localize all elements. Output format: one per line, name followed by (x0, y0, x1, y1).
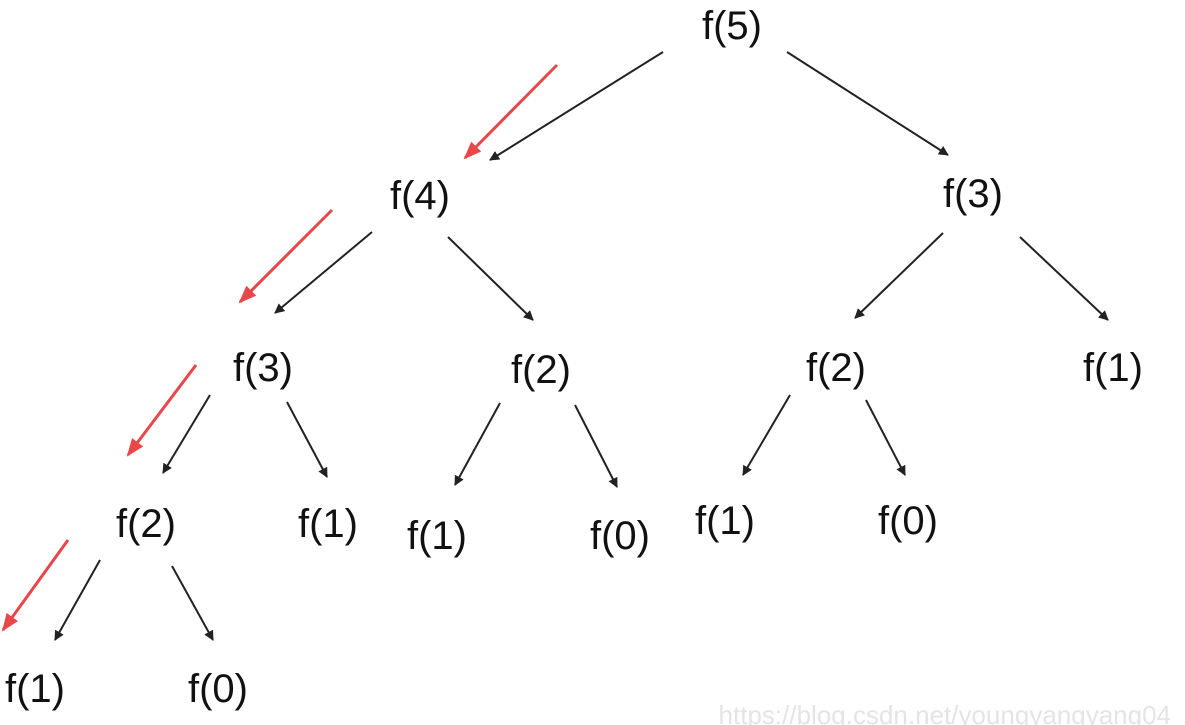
highlight-arrow-n2ll-n1d (1, 539, 70, 632)
edge-arrow-n3l-n2ll (162, 394, 211, 474)
edge-arrow-n3r-n1r (1019, 236, 1109, 321)
tree-node-n0c: f(0) (878, 499, 938, 543)
tree-node-n1c: f(1) (695, 499, 755, 543)
tree-node-n2ll: f(2) (116, 502, 176, 546)
edge-arrow-n2m-n1b (454, 402, 501, 486)
tree-node-n1b: f(1) (407, 514, 467, 558)
tree-node-n4: f(4) (390, 174, 450, 218)
tree-node-n2m: f(2) (511, 348, 571, 392)
tree-node-n0b: f(0) (590, 514, 650, 558)
edge-arrow-n4-n2m (447, 236, 534, 321)
tree-node-n1d: f(1) (5, 667, 65, 711)
tree-node-n2r: f(2) (806, 346, 866, 390)
highlight-arrow-n3l-n2ll (126, 364, 198, 457)
edge-arrow-n2r-n0c (865, 399, 906, 476)
edge-arrow-n5-n4 (489, 51, 664, 161)
tree-node-n1a: f(1) (298, 502, 358, 546)
tree-node-n0d: f(0) (188, 667, 248, 711)
edge-arrow-n5-n3r (786, 51, 949, 156)
edge-arrow-n3r-n2r (854, 232, 944, 319)
tree-node-n1r: f(1) (1083, 346, 1143, 390)
edge-arrow-n2m-n0b (574, 404, 618, 488)
tree-node-n3l: f(3) (233, 346, 293, 390)
edge-arrow-n2ll-n1d (54, 559, 101, 641)
tree-node-n5: f(5) (702, 4, 762, 48)
highlight-arrow-n4-n3l (238, 208, 334, 304)
watermark: https://blog.csdn.net/youngyangyang04 (718, 700, 1171, 725)
edge-arrow-n4-n3l (274, 231, 373, 314)
tree-node-n3r: f(3) (943, 172, 1003, 216)
edge-arrow-n2r-n1c (742, 394, 791, 476)
highlight-arrow-n5-n4 (463, 63, 559, 160)
edge-arrow-n2ll-n0d (171, 565, 214, 641)
edge-arrow-n3l-n1a (286, 401, 328, 478)
